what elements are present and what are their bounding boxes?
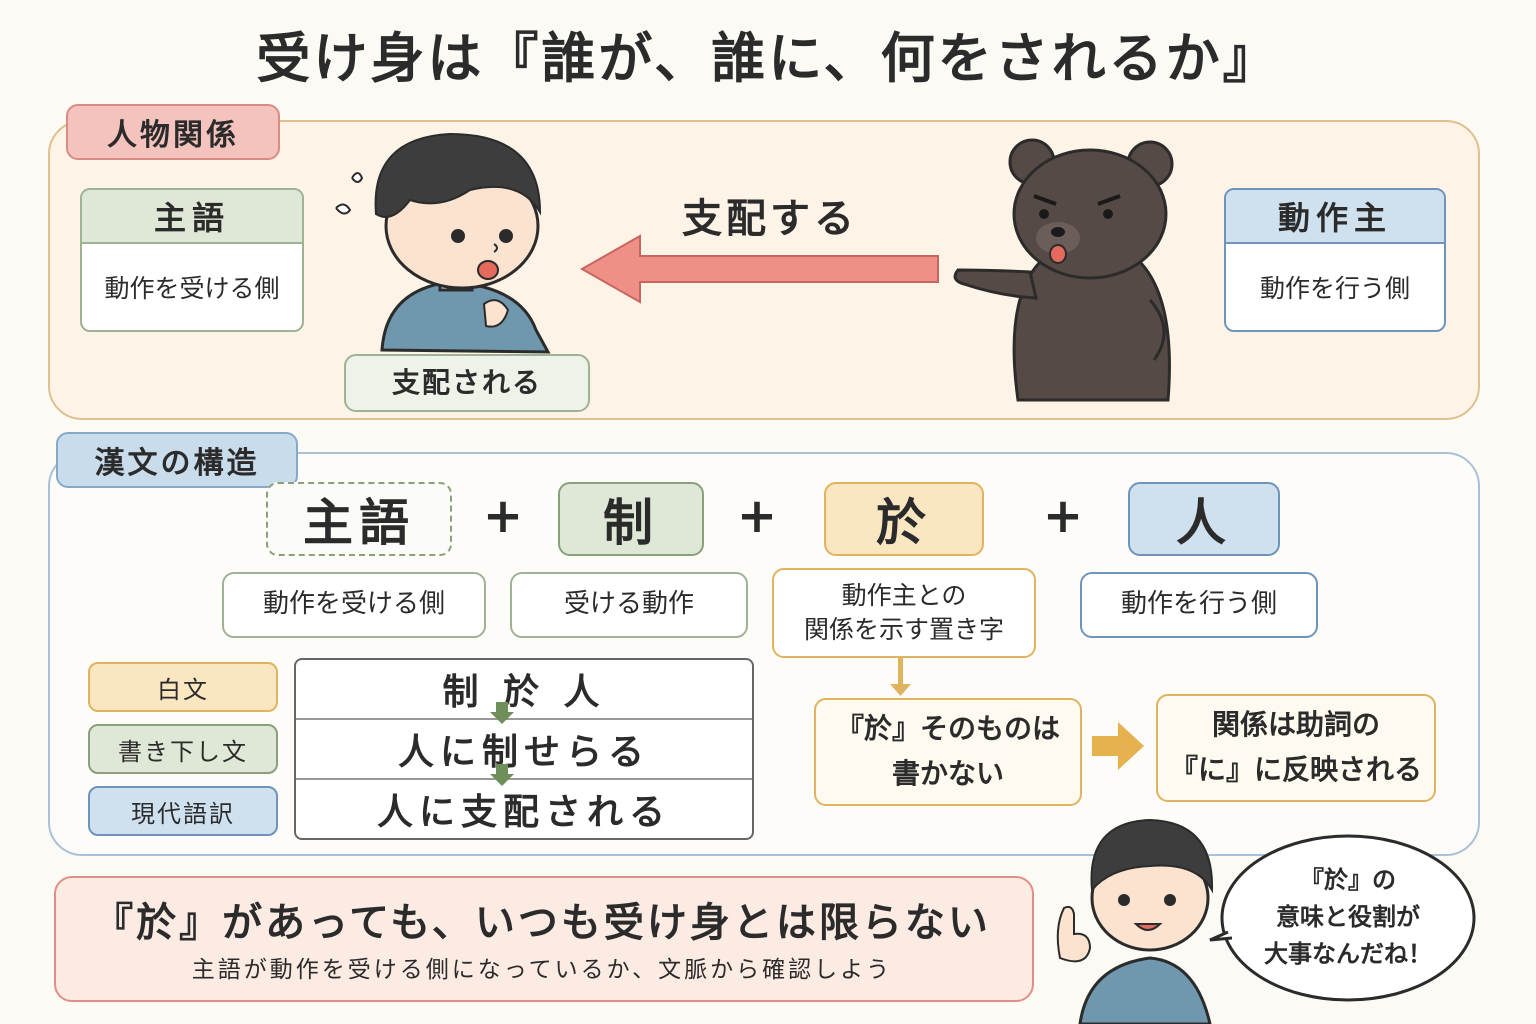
speech-line1: 『於』の xyxy=(1300,866,1396,894)
component-subject: 主語 xyxy=(266,482,452,556)
subject-role-body: 動作を受ける側 xyxy=(104,274,280,303)
row-label-kakikudashi: 書き下し文 xyxy=(88,724,278,774)
note-not-written: 『於』そのものは 書かない xyxy=(814,698,1082,806)
bottom-note-main: 『於』があっても、いつも受け身とは限らない xyxy=(93,900,991,946)
page-title: 受け身は『誰が、誰に、何をされるか』 xyxy=(256,27,1280,90)
subject-role-box: 主語 動作を受ける側 xyxy=(80,188,304,332)
speech-line2: 意味と役割が xyxy=(1276,903,1420,932)
bottom-note-box xyxy=(54,876,1034,1002)
o-description-line1: 動作主との xyxy=(841,581,967,611)
row-label-hakubun: 白文 xyxy=(88,662,278,712)
row-label-translation: 現代語訳 xyxy=(88,786,278,836)
table-row: 人に支配される xyxy=(376,792,671,833)
sei-description: 受ける動作 xyxy=(510,572,748,638)
note-not-written-line1: 『於』そのものは xyxy=(835,712,1060,746)
table-row: 制 於 人 xyxy=(296,660,752,720)
note-particle-ni-line1: 関係は助詞の xyxy=(1211,708,1380,742)
plus-sign: + xyxy=(482,488,524,544)
relationship-tag: 人物関係 xyxy=(66,104,280,160)
agent-role-box: 動作主 動作を行う側 xyxy=(1224,188,1446,332)
o-description: 動作主との 関係を示す置き字 xyxy=(772,568,1036,658)
note-particle-ni-line2: 『に』に反映される xyxy=(1169,753,1422,786)
structure-tag: 漢文の構造 xyxy=(56,432,298,488)
component-o: 於 xyxy=(824,482,984,556)
note-particle-ni: 関係は助詞の 『に』に反映される xyxy=(1156,694,1436,802)
speech-line3: 大事なんだね！ xyxy=(1264,940,1432,969)
hito-description: 動作を行う側 xyxy=(1080,572,1318,638)
dominate-label: 支配する xyxy=(682,196,858,242)
note-not-written-line2: 書かない xyxy=(891,757,1004,790)
sentence-table: 制 於 人 人に制せらる 人に支配される xyxy=(294,658,754,840)
bottom-note-sub: 主語が動作を受ける側になっているか、文脈から確認しよう xyxy=(191,957,893,983)
passive-label: 支配される xyxy=(344,354,590,412)
o-description-line2: 関係を示す置き字 xyxy=(803,615,1004,644)
subject-role-header: 主語 xyxy=(82,190,302,244)
table-row: 人に制せらる xyxy=(296,720,752,780)
component-sei: 制 xyxy=(558,482,704,556)
speech-bubble-text: 『於』の 意味と役割が 大事なんだね！ xyxy=(1236,862,1460,974)
plus-sign: + xyxy=(1042,488,1084,544)
agent-role-body: 動作を行う側 xyxy=(1259,274,1410,303)
component-hito: 人 xyxy=(1128,482,1280,556)
agent-role-header: 動作主 xyxy=(1226,190,1444,244)
subject-description: 動作を受ける側 xyxy=(222,572,486,638)
plus-sign: + xyxy=(736,488,778,544)
